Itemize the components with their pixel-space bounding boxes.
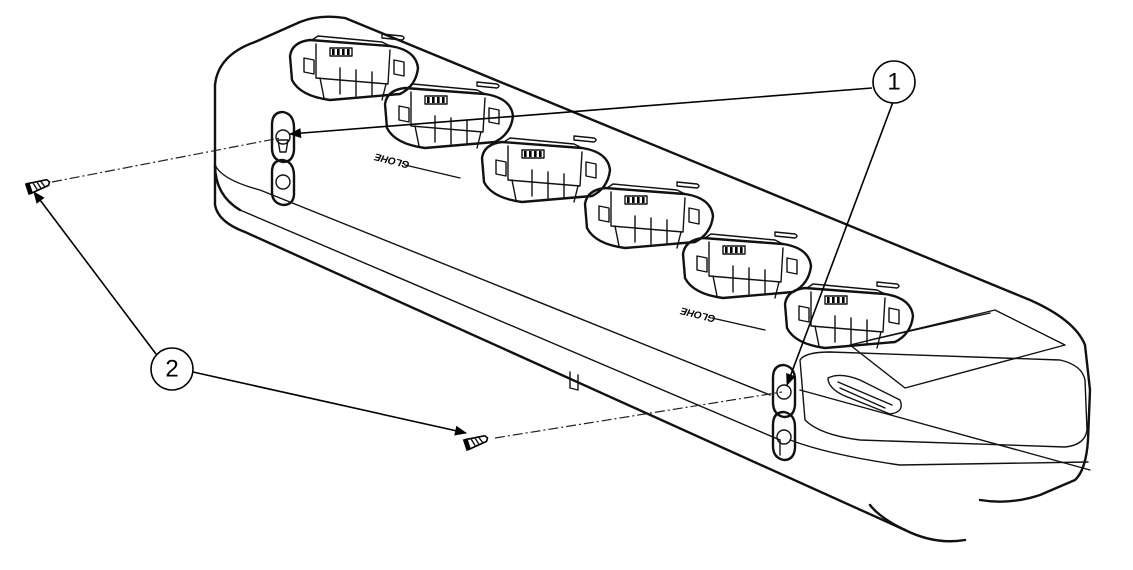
leader-2-to-left-screw (33, 191, 157, 355)
charging-pocket (383, 81, 515, 150)
screw-left (24, 178, 51, 196)
charging-pocket (480, 135, 612, 204)
charging-pocket (783, 281, 915, 350)
leader-2-to-right-screw (192, 371, 467, 436)
alignment-line-right (494, 391, 783, 439)
logo-right: GLOHE (679, 304, 716, 323)
callout-1-label: 1 (887, 69, 900, 96)
charging-pocket (288, 33, 420, 102)
callout-2-label: 2 (165, 356, 178, 383)
charging-pocket (583, 181, 715, 250)
logo-text-left: GLOHE (373, 150, 410, 169)
charging-pockets (288, 33, 915, 350)
callout-1: 1 (872, 60, 916, 104)
keyhole-left-upper (270, 110, 296, 164)
charging-pocket (681, 231, 813, 300)
multi-unit-charger (213, 15, 1092, 543)
leader-1-to-right-keyhole (786, 101, 894, 386)
keyhole-right-lower (771, 410, 797, 462)
logo-text-right: GLOHE (679, 304, 716, 323)
callout-2: 2 (150, 347, 194, 391)
keyhole-left-lower (270, 158, 296, 207)
alignment-line-left (51, 137, 281, 183)
screw-right (462, 434, 489, 452)
leader-1-to-left-keyhole (289, 87, 873, 139)
logo-left: GLOHE (373, 150, 410, 169)
